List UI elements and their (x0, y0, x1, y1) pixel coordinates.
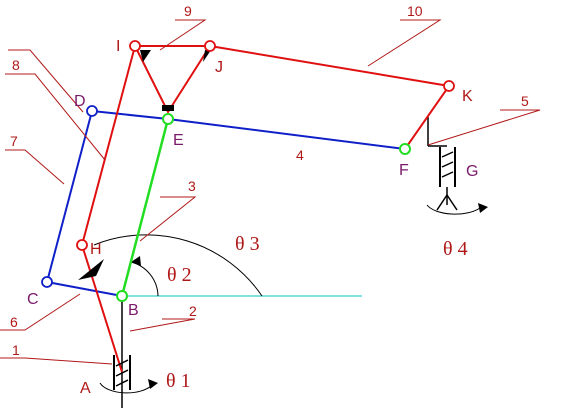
driver-wedge (78, 259, 104, 280)
joint-e (162, 113, 174, 125)
link-3 (120, 118, 170, 297)
link-4 (91, 110, 406, 150)
theta1-arc (99, 382, 153, 394)
joint-i-wedge (140, 50, 151, 62)
joint-c (41, 276, 53, 288)
link-8 (80, 45, 136, 373)
angle-label-theta3: θ 3 (235, 233, 260, 255)
part-number-3: 3 (188, 178, 196, 194)
joint-j (204, 40, 216, 52)
theta4-arrowhead (478, 203, 488, 213)
label-c: C (27, 291, 39, 308)
angle-label-theta1: θ 1 (166, 370, 191, 392)
bearing-a (113, 355, 131, 390)
label-f: F (399, 162, 409, 179)
label-d: D (74, 93, 86, 110)
theta1-arrowhead (148, 379, 158, 389)
label-k: K (462, 88, 473, 105)
joint-b (116, 290, 128, 302)
link-6 (46, 281, 123, 297)
angle-label-theta4: θ 4 (443, 238, 468, 260)
triangle-link-9 (133, 45, 212, 115)
label-j: J (215, 59, 223, 76)
part-number-6: 6 (10, 314, 18, 330)
joint-i (129, 40, 141, 52)
part-number-4: 4 (296, 147, 304, 163)
part-number-5: 5 (521, 93, 529, 109)
link-10 (209, 45, 451, 150)
theta3-arc (93, 234, 263, 297)
leader-lines (0, 19, 541, 365)
label-g: G (466, 163, 478, 180)
slider-g-guide (436, 147, 458, 211)
theta2-arc (130, 261, 159, 297)
joint-f (399, 143, 411, 155)
joint-k (443, 80, 455, 92)
joint-h (76, 239, 88, 251)
part-number-9: 9 (184, 3, 192, 19)
joint-j-wedge (203, 50, 211, 62)
joint-e-block (162, 105, 174, 111)
label-a: A (80, 380, 91, 397)
part-number-2: 2 (189, 303, 197, 319)
joint-d (86, 105, 98, 117)
label-e: E (173, 132, 184, 149)
part-number-8: 8 (12, 57, 20, 73)
label-b: B (128, 302, 139, 319)
theta4-arc (426, 204, 481, 215)
part-number-1: 1 (12, 342, 20, 358)
angle-label-theta2: θ 2 (167, 264, 192, 286)
link-7 (46, 110, 93, 283)
label-i: I (116, 38, 120, 55)
theta2-arrowhead (131, 256, 141, 266)
part-number-7: 7 (10, 133, 18, 149)
part-number-10: 10 (407, 3, 423, 19)
label-h: H (90, 241, 102, 258)
